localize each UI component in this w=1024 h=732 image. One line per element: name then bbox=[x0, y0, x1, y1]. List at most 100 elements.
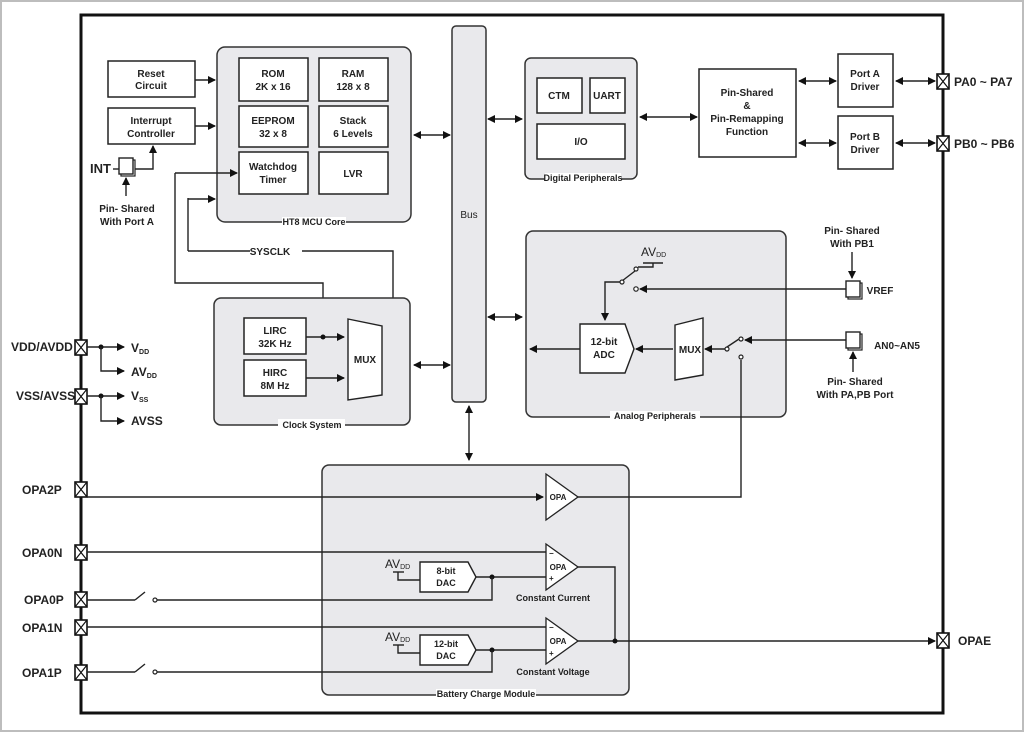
svg-text:Driver: Driver bbox=[851, 145, 880, 156]
clock-system-group: Clock System LIRC 32K Hz HIRC 8M Hz MUX bbox=[213, 297, 411, 430]
svg-text:DAC: DAC bbox=[436, 651, 456, 661]
an-pin: AN0~AN5 Pin- Shared With PA,PB Port bbox=[817, 331, 920, 401]
svg-text:Function: Function bbox=[726, 127, 768, 138]
svg-text:Port B: Port B bbox=[850, 132, 880, 143]
svg-text:With PA,PB Port: With PA,PB Port bbox=[817, 390, 895, 401]
svg-text:INT: INT bbox=[90, 161, 111, 176]
svg-text:Pin-Remapping: Pin-Remapping bbox=[710, 114, 783, 125]
mcu-core-label: HT8 MCU Core bbox=[282, 217, 345, 227]
svg-text:8M Hz: 8M Hz bbox=[261, 381, 290, 392]
svg-text:Circuit: Circuit bbox=[135, 81, 167, 92]
lvr-block: LVR bbox=[318, 151, 389, 195]
svg-text:LIRC: LIRC bbox=[263, 326, 286, 337]
svg-text:32K Hz: 32K Hz bbox=[258, 339, 291, 350]
lirc-block: LIRC 32K Hz bbox=[243, 317, 307, 355]
vss-pin: VSS/AVSS VSS AVSS bbox=[16, 388, 163, 428]
opa1n-pin: OPA1N bbox=[22, 619, 88, 636]
svg-text:−: − bbox=[549, 623, 554, 632]
opa-output-junction bbox=[612, 638, 618, 644]
watchdog-block: Watchdog Timer bbox=[238, 151, 309, 195]
svg-text:AVDD: AVDD bbox=[385, 630, 410, 644]
reset-circuit-block: Reset Circuit bbox=[107, 60, 196, 98]
svg-text:UART: UART bbox=[593, 91, 621, 102]
svg-text:CTM: CTM bbox=[548, 91, 570, 102]
svg-text:VDD: VDD bbox=[131, 341, 149, 356]
svg-text:MUX: MUX bbox=[679, 345, 702, 356]
opa0p-switch-contact bbox=[152, 597, 158, 603]
svg-text:OPA1P: OPA1P bbox=[22, 666, 62, 680]
opa1-amplifier: − OPA + bbox=[545, 616, 580, 666]
analog-peripherals-group: Analog Peripherals AVDD 12-bit ADC MUX bbox=[525, 230, 787, 421]
vref-pin: Pin- Shared With PB1 VREF bbox=[824, 226, 894, 300]
battery-charge-module-label: Battery Charge Module bbox=[437, 689, 536, 699]
svg-text:Port A: Port A bbox=[850, 69, 880, 80]
svg-text:8-bit: 8-bit bbox=[437, 566, 456, 576]
svg-text:Pin- Shared: Pin- Shared bbox=[824, 226, 880, 237]
clock-system-label: Clock System bbox=[282, 420, 341, 430]
svg-text:With Port A: With Port A bbox=[100, 217, 154, 228]
adc-block: 12-bit ADC bbox=[579, 323, 635, 374]
clock-mux: MUX bbox=[347, 318, 383, 401]
battery-charge-module-group: Battery Charge Module bbox=[321, 464, 630, 699]
svg-text:AVSS: AVSS bbox=[131, 414, 163, 428]
port-a-driver-block: Port A Driver bbox=[837, 53, 894, 108]
sysclk-label: SYSCLK bbox=[250, 247, 291, 258]
bus: Bus bbox=[451, 25, 487, 403]
svg-text:PB0 ~ PB6: PB0 ~ PB6 bbox=[954, 137, 1015, 151]
opa0-out-line bbox=[578, 566, 616, 641]
svg-text:+: + bbox=[549, 649, 554, 658]
analog-avdd-label: AVDD bbox=[641, 245, 666, 259]
dac8-block: AVDD 8-bit DAC bbox=[385, 557, 477, 593]
svg-text:12-bit: 12-bit bbox=[591, 337, 618, 348]
opa0p-pin: OPA0P bbox=[24, 591, 88, 608]
svg-text:OPA: OPA bbox=[550, 637, 567, 646]
pb-pin: PB0 ~ PB6 bbox=[936, 135, 1015, 152]
svg-text:+: + bbox=[549, 574, 554, 583]
svg-text:&: & bbox=[743, 101, 750, 112]
svg-text:DAC: DAC bbox=[436, 578, 456, 588]
svg-text:Controller: Controller bbox=[127, 129, 175, 140]
opa2-to-adc-line bbox=[578, 360, 742, 498]
svg-text:OPA: OPA bbox=[550, 563, 567, 572]
svg-text:OPA0P: OPA0P bbox=[24, 593, 64, 607]
svg-text:Bus: Bus bbox=[460, 210, 477, 221]
stack-block: Stack 6 Levels bbox=[318, 105, 389, 148]
pin-remap-block: Pin-Shared & Pin-Remapping Function bbox=[698, 68, 797, 158]
analog-mux: MUX bbox=[674, 317, 704, 381]
svg-text:32 x 8: 32 x 8 bbox=[259, 129, 287, 140]
svg-text:ADC: ADC bbox=[593, 350, 615, 361]
svg-text:Pin- Shared: Pin- Shared bbox=[99, 204, 155, 215]
svg-text:VREF: VREF bbox=[867, 286, 894, 297]
svg-text:MUX: MUX bbox=[354, 355, 377, 366]
svg-text:Driver: Driver bbox=[851, 82, 880, 93]
opa0-amplifier: − OPA + bbox=[545, 542, 580, 592]
analog-peripherals-label: Analog Peripherals bbox=[614, 411, 696, 421]
svg-text:AVDD: AVDD bbox=[131, 365, 157, 380]
port-b-driver-block: Port B Driver bbox=[837, 115, 894, 170]
svg-text:HIRC: HIRC bbox=[263, 368, 287, 379]
io-block: I/O bbox=[536, 123, 626, 160]
svg-text:12-bit: 12-bit bbox=[434, 639, 458, 649]
svg-text:VSS: VSS bbox=[131, 389, 149, 404]
eeprom-block: EEPROM 32 x 8 bbox=[238, 105, 309, 148]
hirc-block: HIRC 8M Hz bbox=[243, 359, 307, 397]
opa1p-pin: OPA1P bbox=[22, 664, 88, 681]
ram-block: RAM 128 x 8 bbox=[318, 57, 389, 102]
svg-text:−: − bbox=[549, 549, 554, 558]
dac12-block: AVDD 12-bit DAC bbox=[385, 630, 477, 666]
svg-text:VSS/AVSS: VSS/AVSS bbox=[16, 389, 75, 403]
mcu-core-group: HT8 MCU Core ROM 2K x 16 RAM 128 x 8 EEP… bbox=[216, 46, 412, 227]
constant-current-label: Constant Current bbox=[516, 593, 590, 603]
digital-peripherals-group: Digital Peripherals CTM UART I/O bbox=[524, 57, 638, 183]
opa2p-pin: OPA2P bbox=[22, 481, 88, 498]
svg-text:Pin- Shared: Pin- Shared bbox=[827, 377, 883, 388]
svg-text:OPA2P: OPA2P bbox=[22, 483, 62, 497]
svg-text:OPA0N: OPA0N bbox=[22, 546, 62, 560]
svg-text:Interrupt: Interrupt bbox=[130, 116, 172, 127]
uart-block: UART bbox=[589, 77, 626, 114]
svg-text:OPA: OPA bbox=[550, 493, 567, 502]
opae-pin: OPAE bbox=[936, 632, 991, 649]
digital-peripherals-label: Digital Peripherals bbox=[543, 173, 622, 183]
